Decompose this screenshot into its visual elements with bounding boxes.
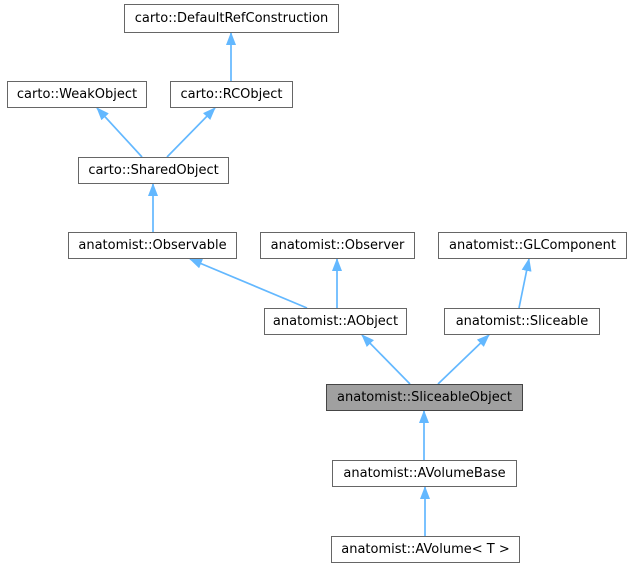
inheritance-edge-carto-shared-object-to-carto-rc-object [166,107,216,158]
class-node-anatomist-aobject[interactable]: anatomist::AObject [264,308,407,335]
class-node-anatomist-avolume-t[interactable]: anatomist::AVolume< T > [331,536,520,563]
class-node-anatomist-observable[interactable]: anatomist::Observable [68,232,237,259]
inheritance-edge-anatomist-sliceable-to-anatomist-gl-component [518,258,532,309]
class-node-carto-shared-object[interactable]: carto::SharedObject [78,157,229,184]
class-node-anatomist-observer[interactable]: anatomist::Observer [260,232,415,259]
inheritance-edge-carto-shared-object-to-carto-weak-object [96,107,143,158]
class-node-anatomist-sliceable-object: anatomist::SliceableObject [326,384,523,411]
inheritance-edge-anatomist-aobject-to-anatomist-observable [189,258,308,309]
inheritance-edge-anatomist-sliceable-object-to-anatomist-aobject [361,334,411,385]
class-node-carto-weak-object[interactable]: carto::WeakObject [7,81,147,108]
class-node-carto-default-ref-construction[interactable]: carto::DefaultRefConstruction [124,4,339,33]
inheritance-edge-anatomist-sliceable-object-to-anatomist-sliceable [437,334,490,385]
class-node-anatomist-avolume-base[interactable]: anatomist::AVolumeBase [332,460,517,487]
class-node-anatomist-sliceable[interactable]: anatomist::Sliceable [444,308,600,335]
class-node-carto-rc-object[interactable]: carto::RCObject [170,81,293,108]
class-node-anatomist-gl-component[interactable]: anatomist::GLComponent [438,232,627,259]
